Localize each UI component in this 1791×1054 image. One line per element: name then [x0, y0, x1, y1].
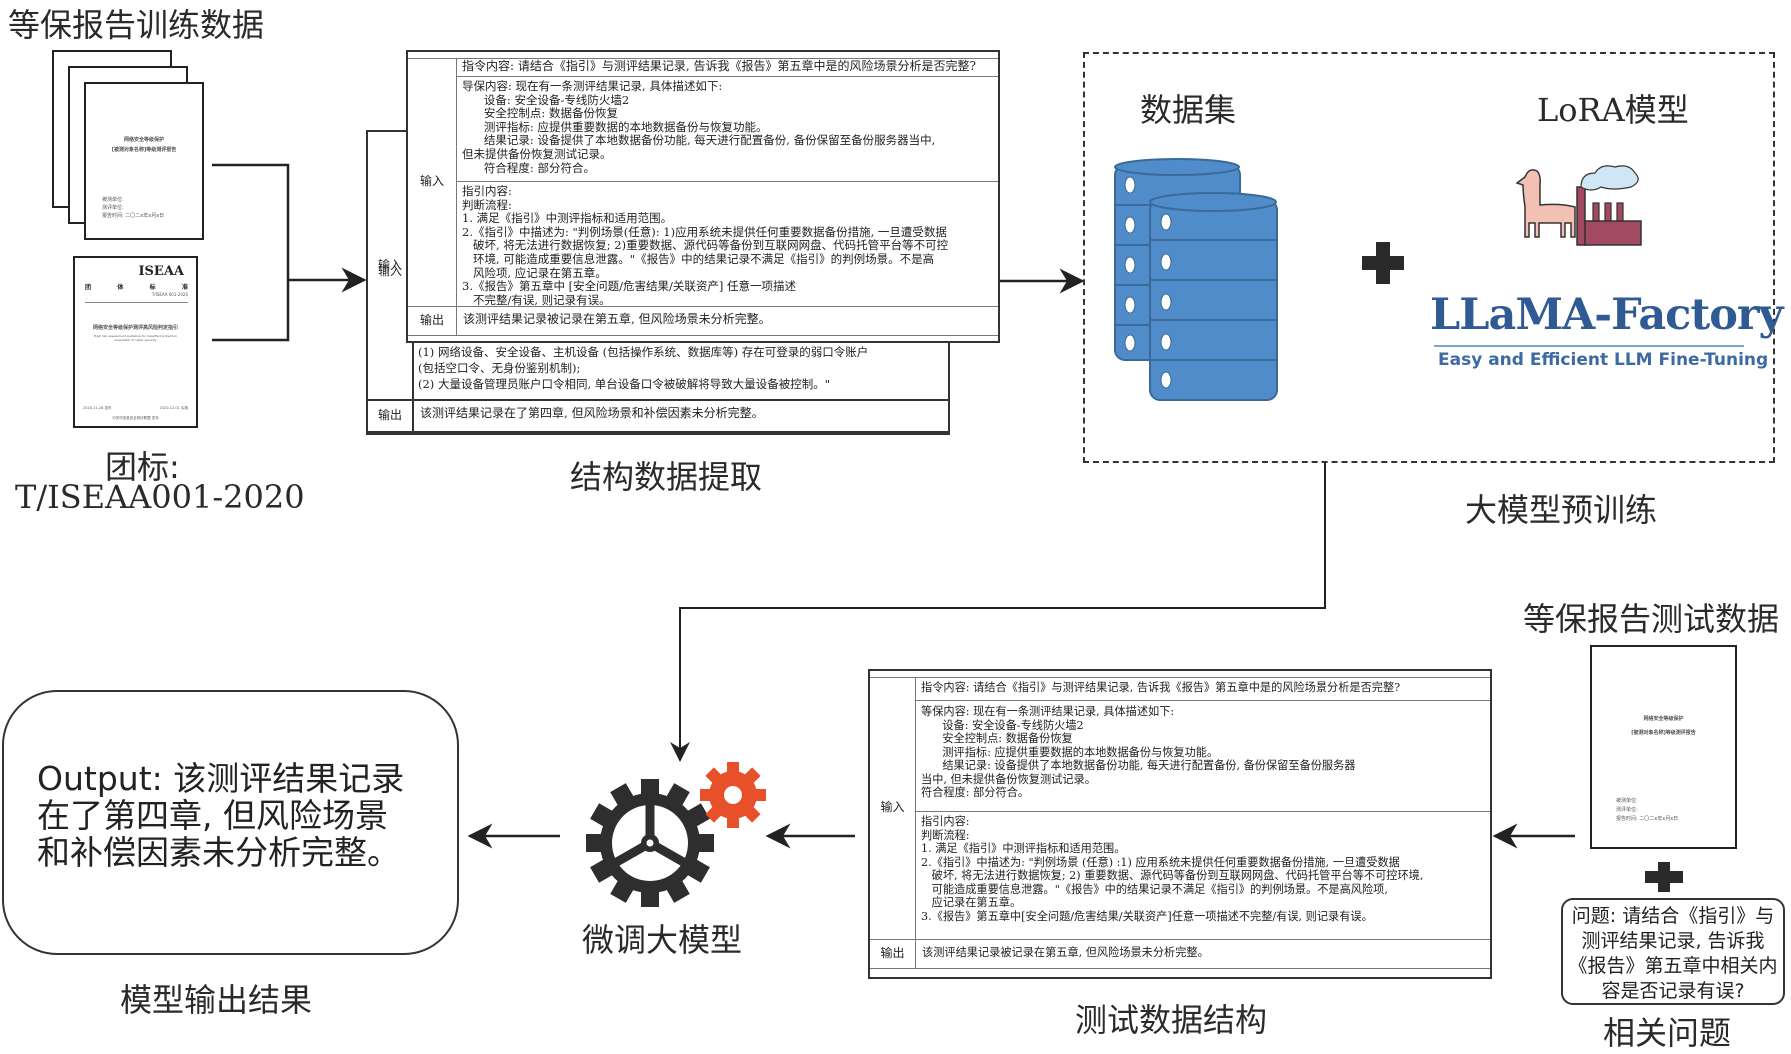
front-output-header: 输出 — [408, 307, 457, 335]
test-structure-label: 测试数据结构 — [1075, 1001, 1268, 1039]
training-report-doc: 网络安全等级保护 [被测对象名称]等级测评报告 被测单位: 测评单位: 报告时间… — [84, 82, 204, 240]
question-label: 相关问题 — [1603, 1014, 1732, 1052]
back-guide-tail: (1) 网络设备、安全设备、主机设备 (包括操作系统、数据库等) 存在可登录的弱… — [418, 345, 869, 391]
llama-factory-logo-subtitle: Easy and Efficient LLM Fine-Tuning — [1438, 350, 1769, 370]
test-record: 等保内容: 现在有一条测评结果记录, 具体描述如下: 设备: 安全设备-专线防火… — [915, 701, 1490, 812]
question-box: 问题: 请结合《指引》与测评结果记录, 告诉我《报告》第五章中相关内容是否记录有… — [1561, 898, 1785, 1005]
doc-field-2: 测评单位: — [1616, 807, 1638, 813]
standard-header-char: 准 — [181, 284, 188, 291]
test-input-header: 输入 — [870, 677, 916, 939]
doc-field-2: 测评单位: — [102, 205, 124, 211]
output-box — [2, 690, 459, 955]
test-output-header: 输出 — [870, 940, 916, 968]
doc-field-3: 报告时间: 二〇二x年x月x日 — [1616, 816, 1679, 822]
training-data-title: 等保报告训练数据 — [8, 6, 265, 44]
dataset-label: 数据集 — [1140, 91, 1237, 129]
llama-factory-icon — [1515, 165, 1642, 246]
output-text: Output: 该测评结果记录在了第四章, 但风险场景和补偿因素未分析完整。 — [37, 759, 405, 872]
large-gear-icon — [586, 779, 714, 907]
standard-footer-left: 2020-11-28 发布 — [83, 406, 112, 410]
test-data-title: 等保报告测试数据 — [1523, 600, 1780, 638]
front-instruction: 指令内容: 请结合《指引》与测评结果记录, 告诉我《报告》第五章中是的风险场景分… — [456, 58, 998, 77]
doc-title-2: [被测对象名称]等级测评报告 — [1631, 730, 1696, 736]
standard-header-char: 团 — [85, 284, 92, 291]
training-docs-connector — [212, 163, 367, 342]
standard-label-line1: 团标: — [105, 448, 180, 486]
doc-field-1: 被测单位: — [102, 197, 124, 203]
standard-header-char: 体 — [117, 284, 124, 291]
pretraining-box — [1083, 52, 1775, 463]
database-icon — [1114, 158, 1278, 401]
front-extraction-table: 输入 指令内容: 请结合《指引》与测评结果记录, 告诉我《报告》第五章中是的风险… — [406, 50, 1000, 343]
doc-title-1: 网络安全等级保护 — [1643, 716, 1684, 722]
gears-icon — [586, 762, 766, 907]
test-report-doc: 网络安全等级保护 [被测对象名称]等级测评报告 被测单位: 测评单位: 报告时间… — [1590, 645, 1737, 849]
output-label: 模型输出结果 — [120, 981, 313, 1019]
small-gear-icon — [700, 762, 766, 828]
lora-model-label: LoRA模型 — [1537, 91, 1689, 129]
logo-divider — [1434, 345, 1744, 347]
standard-title: 网络安全等级保护测评高风险判定指引 — [92, 325, 178, 331]
standard-label-line2: T/ISEAA001-2020 — [15, 478, 305, 516]
standard-code: T/ISEAA 001-2020 — [151, 292, 188, 297]
outer-input-header: 输入 — [378, 264, 403, 278]
front-guide: 指引内容: 判断流程: 1. 满足《指引》中测评指标和适用范围。 2.《指引》中… — [462, 184, 949, 306]
back-output-header: 输出 — [368, 401, 414, 431]
doc-field-3: 报告时间: 二〇二x年x月x日 — [102, 213, 165, 219]
back-output-text: 该测评结果记录在了第四章, 但风险场景和补偿因素未分析完整。 — [420, 406, 764, 420]
front-output-text: 该测评结果记录被记录在第五章, 但风险场景未分析完整。 — [463, 312, 771, 326]
standard-doc: ISEAA 团 体 标 准 T/ISEAA 001-2020 网络安全等级保护测… — [73, 256, 198, 428]
finetune-label: 微调大模型 — [582, 921, 743, 959]
pretraining-caption: 大模型预训练 — [1465, 491, 1658, 529]
front-input-header: 输入 — [408, 58, 457, 306]
standard-footer-right: 2020-12-01 实施 — [159, 406, 188, 410]
pretraining-to-finetune-arrow — [670, 463, 1326, 762]
doc-title-2: [被测对象名称]等级测评报告 — [111, 147, 177, 153]
doc-field-1: 被测单位: — [1616, 798, 1638, 804]
test-guide: 指引内容: 判断流程: 1. 满足《指引》中测评指标和适用范围。 2.《指引》中… — [921, 815, 1424, 923]
extraction-label: 结构数据提取 — [570, 458, 763, 496]
standard-brand: ISEAA — [138, 264, 184, 279]
test-structure-table: 输入 指令内容: 请结合《指引》与测评结果记录, 告诉我《报告》第五章中是的风险… — [868, 669, 1492, 979]
standard-subtitle: High risk assessment guideline for class… — [94, 334, 177, 342]
standard-header-char: 标 — [149, 284, 156, 291]
test-output-text: 该测评结果记录被记录在第五章, 但风险场景未分析完整。 — [922, 946, 1209, 959]
doc-title-1: 网络安全等级保护 — [123, 137, 164, 143]
plus-icon — [1645, 862, 1683, 892]
plus-icon — [1362, 242, 1404, 284]
llama-factory-logo-title: LLaMA-Factory — [1430, 290, 1784, 340]
test-instruction: 指令内容: 请结合《指引》与测评结果记录, 告诉我《报告》第五章中是的风险场景分… — [915, 677, 1490, 701]
standard-issuer: 中关村信息安全测评联盟 发布 — [112, 416, 159, 420]
front-record: 导保内容: 现在有一条测评结果记录, 具体描述如下: 设备: 安全设备-专线防火… — [456, 77, 998, 182]
